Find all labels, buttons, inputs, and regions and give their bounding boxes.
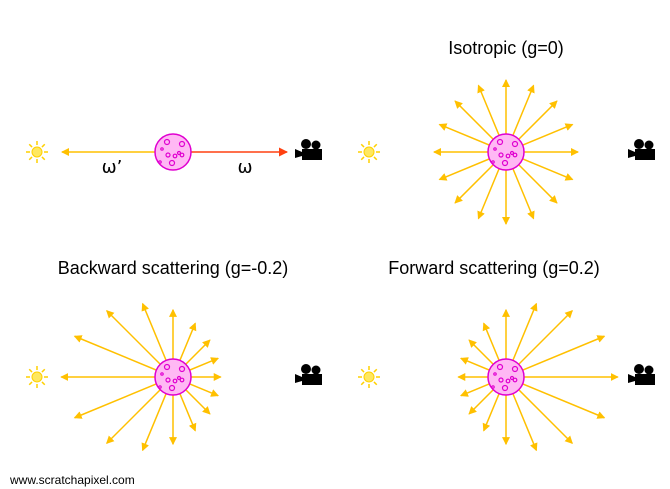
camera-lens [628, 149, 635, 158]
particle-inclusion [160, 372, 164, 376]
particle-inclusion [493, 372, 497, 376]
particle-inclusion [158, 385, 162, 389]
sun-ray [41, 143, 46, 148]
sun-ray [373, 156, 378, 161]
camera-icon [295, 364, 322, 385]
particle-inclusion [511, 365, 519, 373]
sun-ray [41, 368, 46, 373]
camera-reel [311, 365, 321, 375]
particle-body [487, 358, 525, 396]
particle-inclusion [168, 159, 176, 167]
title-isotropic: Isotropic (g=0) [448, 38, 564, 58]
particle-inclusion [163, 138, 171, 146]
camera-body [635, 149, 655, 160]
sun-ray [373, 368, 378, 373]
particle-inclusion [178, 140, 186, 148]
particle-icon [487, 358, 525, 396]
particle-inclusion [496, 138, 504, 146]
camera-body [635, 374, 655, 385]
sun-ray [41, 156, 46, 161]
particle-inclusion [163, 363, 171, 371]
sun-ray [360, 368, 365, 373]
label-omega: ω [237, 157, 252, 178]
particle-inclusion [512, 377, 518, 383]
sun-ray [373, 381, 378, 386]
sun-disc [363, 371, 375, 383]
camera-body [302, 149, 322, 160]
particle-inclusion [501, 159, 509, 167]
particle-inclusion [498, 377, 504, 383]
camera-icon [628, 139, 655, 160]
particle-icon [154, 358, 192, 396]
particle-inclusion [158, 160, 162, 164]
particle-inclusion [165, 377, 171, 383]
sun-ray [360, 143, 365, 148]
particle-body [154, 358, 192, 396]
camera-reel [301, 364, 311, 374]
particle-inclusion [160, 147, 164, 151]
sun-icon [26, 366, 48, 388]
sun-disc [31, 371, 43, 383]
sun-icon [358, 141, 380, 163]
camera-reel [634, 364, 644, 374]
particle-body [154, 133, 192, 171]
camera-lens [295, 149, 302, 158]
particle-inclusion [168, 384, 176, 392]
sun-disc [363, 146, 375, 158]
title-backward: Backward scattering (g=-0.2) [58, 258, 289, 278]
camera-reel [644, 365, 654, 375]
particle-inclusion [172, 378, 178, 384]
label-omega-prime: ω’ [102, 157, 123, 178]
particle-inclusion [178, 365, 186, 373]
particle-body [487, 133, 525, 171]
particle-inclusion [501, 384, 509, 392]
sun-ray [41, 381, 46, 386]
particle-icon [487, 133, 525, 171]
particle-inclusion [498, 152, 504, 158]
particle-inclusion [179, 152, 185, 158]
sun-ray [360, 156, 365, 161]
title-forward: Forward scattering (g=0.2) [388, 258, 600, 278]
camera-icon [628, 364, 655, 385]
particle-inclusion [493, 147, 497, 151]
particle-inclusion [509, 150, 515, 156]
particle-inclusion [176, 375, 182, 381]
particle-inclusion [505, 378, 511, 384]
sun-disc [31, 146, 43, 158]
particle-inclusion [491, 385, 495, 389]
particle-inclusion [509, 375, 515, 381]
particle-inclusion [512, 152, 518, 158]
sun-ray [28, 368, 33, 373]
sun-ray [28, 381, 33, 386]
camera-icon [295, 139, 322, 160]
particle-inclusion [491, 160, 495, 164]
particle-inclusion [176, 150, 182, 156]
sun-ray [373, 143, 378, 148]
sun-icon [26, 141, 48, 163]
camera-lens [628, 374, 635, 383]
sun-ray [28, 143, 33, 148]
particle-inclusion [511, 140, 519, 148]
particle-inclusion [505, 153, 511, 159]
camera-reel [311, 140, 321, 150]
particle-inclusion [165, 152, 171, 158]
sun-ray [28, 156, 33, 161]
camera-lens [295, 374, 302, 383]
footer-credit: www.scratchapixel.com [9, 473, 135, 487]
camera-reel [644, 140, 654, 150]
particle-inclusion [179, 377, 185, 383]
camera-body [302, 374, 322, 385]
camera-reel [634, 139, 644, 149]
particle-inclusion [172, 153, 178, 159]
sun-icon [358, 366, 380, 388]
particle-icon [154, 133, 192, 171]
particle-inclusion [496, 363, 504, 371]
sun-ray [360, 381, 365, 386]
camera-reel [301, 139, 311, 149]
